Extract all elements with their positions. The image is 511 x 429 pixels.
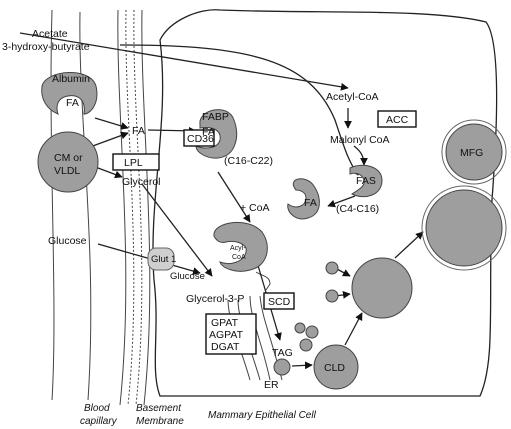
caption-membrane-2: Membrane: [136, 416, 184, 427]
agpat-label: AGPAT: [209, 329, 244, 341]
albumin-fa-label: FA: [66, 97, 79, 109]
arrow-droplet-to-large: [394, 231, 424, 259]
chain-medium-label: (C4-C16): [336, 203, 379, 215]
cld-label: CLD: [324, 362, 345, 374]
micro-droplet: [299, 338, 313, 352]
albumin-label: Albumin: [52, 73, 90, 85]
scd-box: [263, 292, 295, 310]
fas-fa-label: FA: [304, 197, 317, 209]
small-droplet: [325, 289, 339, 303]
mfg-label: MFG: [460, 147, 483, 159]
arrow-cld-to-droplet: [344, 312, 363, 346]
lpl-box: [112, 153, 160, 171]
enzyme-box: [205, 313, 257, 355]
arrow-tag-to-cld: [291, 361, 313, 370]
albumin-protein: [41, 72, 98, 115]
fas-fa-protein: [287, 178, 320, 220]
caption-blood-2: capillary: [80, 416, 118, 427]
arrow-glycerol-to-g3p: [141, 183, 213, 277]
lipoprotein-label-1: CM or: [54, 152, 83, 164]
arrow-fa-to-acylcoa: [217, 171, 251, 223]
caption-blood-1: Blood: [84, 403, 110, 414]
lipoprotein-label-2: VLDL: [54, 165, 80, 177]
fas-complex: [349, 164, 383, 198]
acyl-coa-protein: [213, 221, 268, 272]
large-droplet-membrane: [421, 185, 507, 271]
cd36-box: [183, 129, 215, 147]
scd-label: SCD: [268, 296, 291, 308]
acetate-label: Acetate: [32, 28, 68, 40]
glycerol-label: Glycerol: [122, 176, 161, 188]
blood-fa-label: FA: [132, 125, 145, 137]
arrow-lipoprotein-to-fa: [89, 131, 129, 148]
glucose-in-label: Glucose: [170, 271, 205, 282]
fabp-protein: [195, 109, 238, 159]
glut1-label: Glut 1: [151, 254, 176, 265]
large-droplet: [425, 189, 503, 267]
chain-long-label: (C16-C22): [224, 155, 273, 167]
hydroxybutyrate-label: 3-hydroxy-butyrate: [2, 41, 90, 53]
cld-droplet: [313, 344, 359, 390]
er-label: ER: [264, 379, 279, 391]
tag-droplet: [273, 358, 291, 376]
mfg-droplet: [445, 123, 503, 181]
tag-label: TAG: [272, 347, 293, 359]
gpat-label: GPAT: [211, 317, 239, 329]
dgat-label: DGAT: [211, 341, 240, 353]
small-droplet: [325, 261, 339, 275]
acyl-coa-label-1: Acyl-: [230, 245, 246, 252]
fas-label: FAS: [356, 175, 376, 187]
lpl-label: LPL: [124, 157, 143, 169]
caption-membrane-1: Basement: [136, 403, 182, 414]
acc-box: [377, 110, 417, 128]
basement-membrane: [117, 9, 151, 406]
growing-droplet: [351, 257, 413, 319]
arrow-albumin-fa-to-fa: [94, 117, 129, 130]
fabp-fa-label: FA: [202, 126, 215, 138]
glucose-label: Glucose: [48, 235, 87, 247]
malonyl-coa-label: Malonyl CoA: [330, 134, 390, 146]
acyl-coa-label-2: CoA: [232, 254, 246, 261]
glycerol-3p-label: Glycerol-3-P: [186, 293, 244, 305]
micro-droplet: [305, 325, 319, 339]
micro-droplet: [294, 322, 306, 334]
arrow-malonyl-to-fas: [353, 145, 368, 166]
acetyl-coa-label: Acetyl-CoA: [326, 91, 379, 103]
fabp-label: FABP: [202, 111, 229, 123]
cd36-label: CD36: [187, 133, 214, 145]
arrow-acetate-to-acetylcoa: [19, 32, 349, 91]
plus-coa-label: + CoA: [240, 202, 269, 214]
arrow-hydroxybutyrate-to-fas: [119, 44, 359, 176]
lipid-droplets: [273, 119, 507, 390]
capillary-wall: [50, 9, 92, 401]
caption-cell: Mammary Epithelial Cell: [208, 410, 317, 421]
acc-label: ACC: [386, 114, 409, 126]
lipoprotein-particle: [37, 131, 99, 193]
glut1-channel: [147, 247, 175, 271]
arrow-fas-to-fa: [327, 195, 356, 208]
mfg-membrane: [441, 119, 507, 185]
